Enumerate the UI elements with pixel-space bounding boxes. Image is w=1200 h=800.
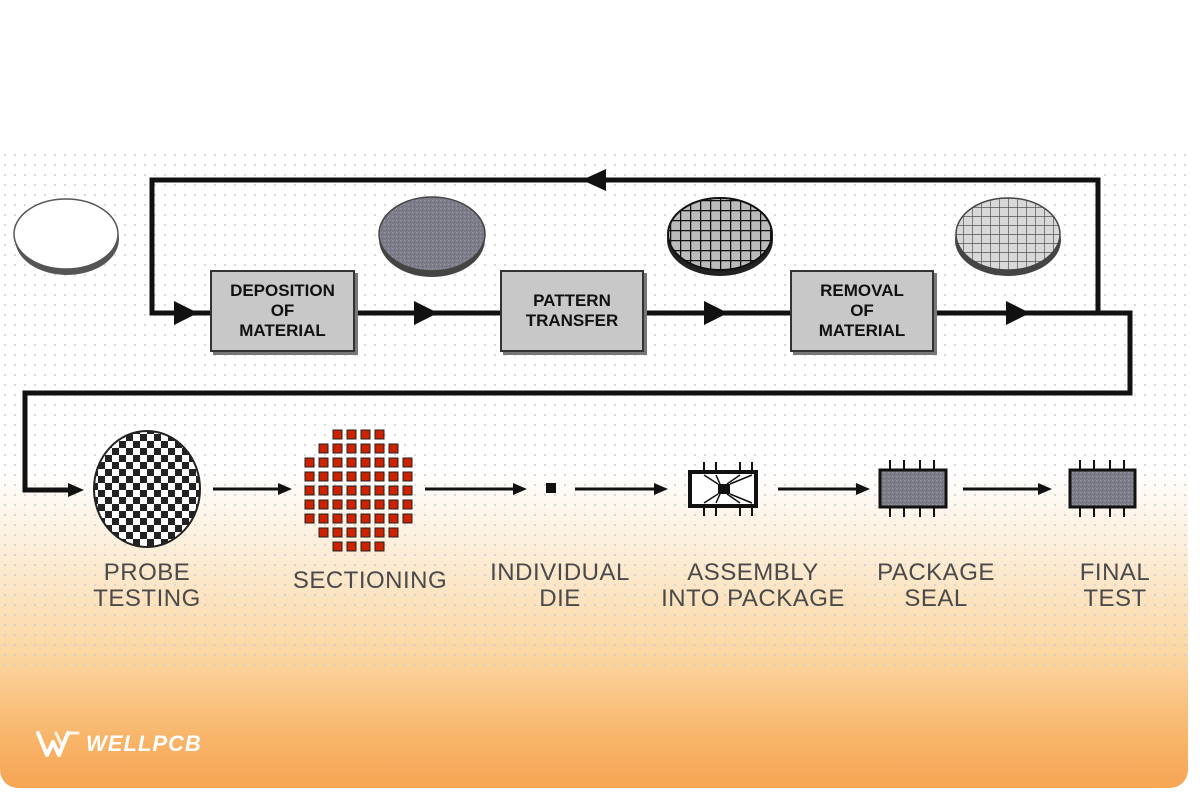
die-square (332, 499, 343, 510)
die-square (360, 429, 371, 440)
die-square (402, 499, 413, 510)
arrow-into-removal (704, 301, 728, 325)
die-square (360, 513, 371, 524)
die-square (388, 457, 399, 468)
die-square (360, 443, 371, 454)
die-square (374, 457, 385, 468)
etched-wafer-icon (955, 197, 1061, 276)
die-square (318, 527, 329, 538)
die-square (318, 457, 329, 468)
die-square (360, 541, 371, 552)
die-square (388, 513, 399, 524)
wellpcb-logo-icon (36, 731, 80, 757)
die-square (332, 457, 343, 468)
die-square (318, 513, 329, 524)
die-square (304, 513, 315, 524)
sectioned-wafer-icon (304, 429, 413, 552)
final-test-label: FINAL TEST (1079, 559, 1151, 612)
checkered-wafer-icon (93, 430, 201, 548)
die-square (388, 499, 399, 510)
die-square (388, 471, 399, 482)
coated-wafer-icon (378, 196, 486, 277)
diagram-card: DEPOSITION OF MATERIAL PATTERN TRANSFER … (0, 0, 1188, 788)
die-square (374, 443, 385, 454)
die-square (374, 485, 385, 496)
wellpcb-logo: WELLPCB (36, 730, 202, 758)
die-square (332, 429, 343, 440)
die-square (360, 485, 371, 496)
arrow-loop-left (582, 169, 606, 191)
die-square (304, 499, 315, 510)
die-square (332, 513, 343, 524)
die-square (388, 485, 399, 496)
die-square (346, 499, 357, 510)
assembly-into-package-label: ASSEMBLY INTO PACKAGE (661, 559, 845, 612)
die-square (360, 527, 371, 538)
die-square (374, 527, 385, 538)
die-square (318, 443, 329, 454)
die-square (388, 443, 399, 454)
die-square (374, 513, 385, 524)
die-square (332, 541, 343, 552)
die-square (402, 513, 413, 524)
die-square (346, 485, 357, 496)
die-square (332, 527, 343, 538)
die-square (346, 541, 357, 552)
die-square (374, 471, 385, 482)
die-square (304, 471, 315, 482)
die-square (318, 485, 329, 496)
die-square (346, 443, 357, 454)
die-square (360, 471, 371, 482)
arrow-into-pattern (414, 301, 438, 325)
die-square (332, 471, 343, 482)
die-square (402, 471, 413, 482)
final-test-package-icon (1068, 460, 1137, 517)
die-icon (546, 483, 556, 493)
sealed-package-icon (878, 460, 948, 517)
die-square (346, 429, 357, 440)
die-square (388, 527, 399, 538)
brand-name: WELLPCB (86, 731, 202, 756)
removal-of-material-box: REMOVAL OF MATERIAL (790, 270, 934, 352)
die-square (374, 499, 385, 510)
stage-arrows (213, 483, 1052, 495)
die-square (332, 443, 343, 454)
assembly-package-icon (688, 462, 758, 516)
loop-line (149, 177, 1101, 316)
die-square (374, 541, 385, 552)
deposition-of-material-box: DEPOSITION OF MATERIAL (210, 270, 355, 352)
die-square (304, 457, 315, 468)
die-square (318, 471, 329, 482)
die-square (402, 485, 413, 496)
die-square (346, 471, 357, 482)
sectioning-label: SECTIONING (292, 567, 448, 594)
probe-testing-label: PROBE TESTING (93, 559, 201, 612)
die-square (346, 457, 357, 468)
arrow-into-probe (68, 483, 84, 497)
individual-die-label: INDIVIDUAL DIE (490, 559, 630, 612)
die-square (346, 527, 357, 538)
connector-line-3 (22, 310, 1133, 493)
blank-wafer-icon (13, 198, 119, 275)
patterned-wafer-icon (667, 197, 773, 276)
die-square (304, 485, 315, 496)
arrow-into-deposition (174, 301, 198, 325)
die-square (374, 429, 385, 440)
arrow-after-removal (1006, 301, 1030, 325)
die-square (360, 457, 371, 468)
die-square (402, 457, 413, 468)
die-square (360, 499, 371, 510)
die-square (318, 499, 329, 510)
die-square (332, 485, 343, 496)
pattern-transfer-box: PATTERN TRANSFER (500, 270, 644, 352)
flow-arrows (68, 169, 1030, 497)
package-seal-label: PACKAGE SEAL (877, 559, 995, 612)
die-square (346, 513, 357, 524)
process-flow-diagram (13, 169, 1137, 552)
